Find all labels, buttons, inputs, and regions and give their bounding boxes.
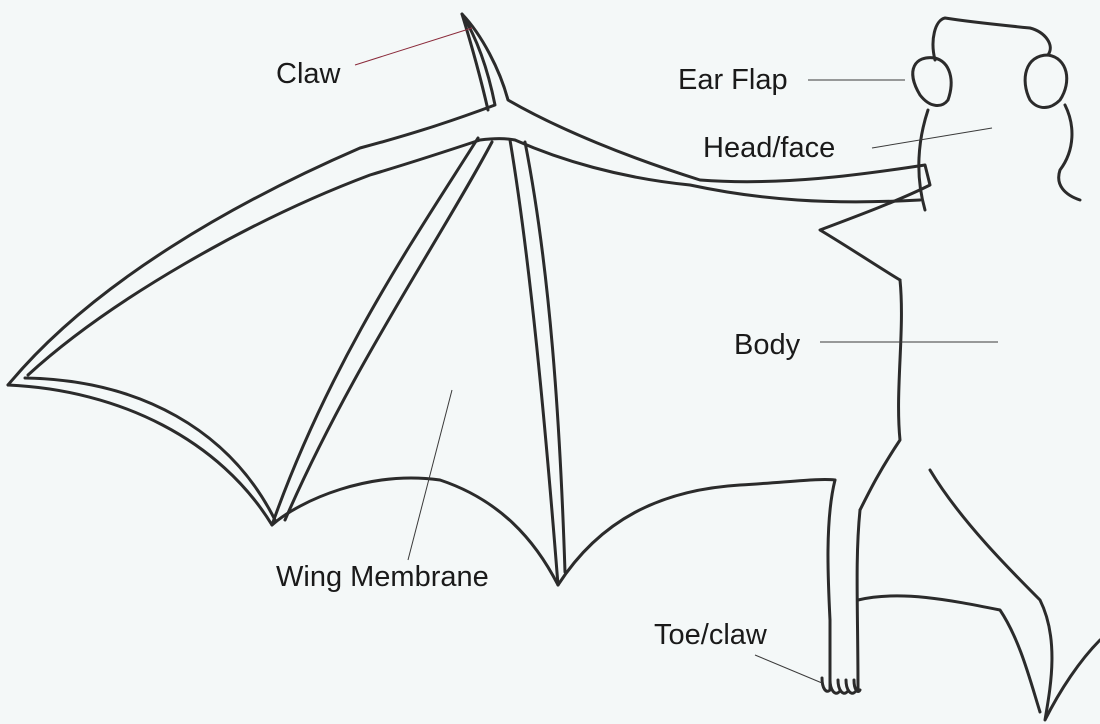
body-outline (828, 280, 1100, 720)
finger-bone-2-left (510, 140, 558, 585)
label-wing-membrane: Wing Membrane (276, 561, 489, 593)
body-left-edge (860, 280, 901, 510)
wing-trailing-edge (8, 385, 835, 585)
head-top (933, 18, 1050, 60)
right-ear (1025, 55, 1067, 108)
inner-leg-membrane (858, 596, 1040, 712)
label-claw: Claw (276, 58, 342, 90)
finger-bone-2-right (525, 142, 565, 572)
wing-outline (8, 14, 930, 585)
wing-membrane-leader-line (408, 390, 452, 560)
head-left-side (919, 110, 928, 210)
head-right-side (1059, 105, 1080, 200)
label-body: Body (734, 329, 801, 361)
claw-leader-line (355, 28, 472, 65)
wing-membrane-lower-left (25, 378, 275, 520)
tail-membrane (930, 470, 1100, 720)
label-toe-claw: Toe/claw (654, 619, 768, 651)
label-ear-flap: Ear Flap (678, 64, 788, 96)
head-face-leader-line (872, 128, 992, 148)
left-ear (913, 58, 951, 106)
finger-bone-1-right (285, 142, 492, 520)
head-outline (913, 18, 1080, 210)
finger-bone-1-left (272, 138, 478, 525)
leg-left (828, 480, 835, 690)
label-head-face: Head/face (703, 132, 835, 164)
toe-claws (822, 678, 860, 693)
toe-claw-leader-line (755, 655, 822, 683)
